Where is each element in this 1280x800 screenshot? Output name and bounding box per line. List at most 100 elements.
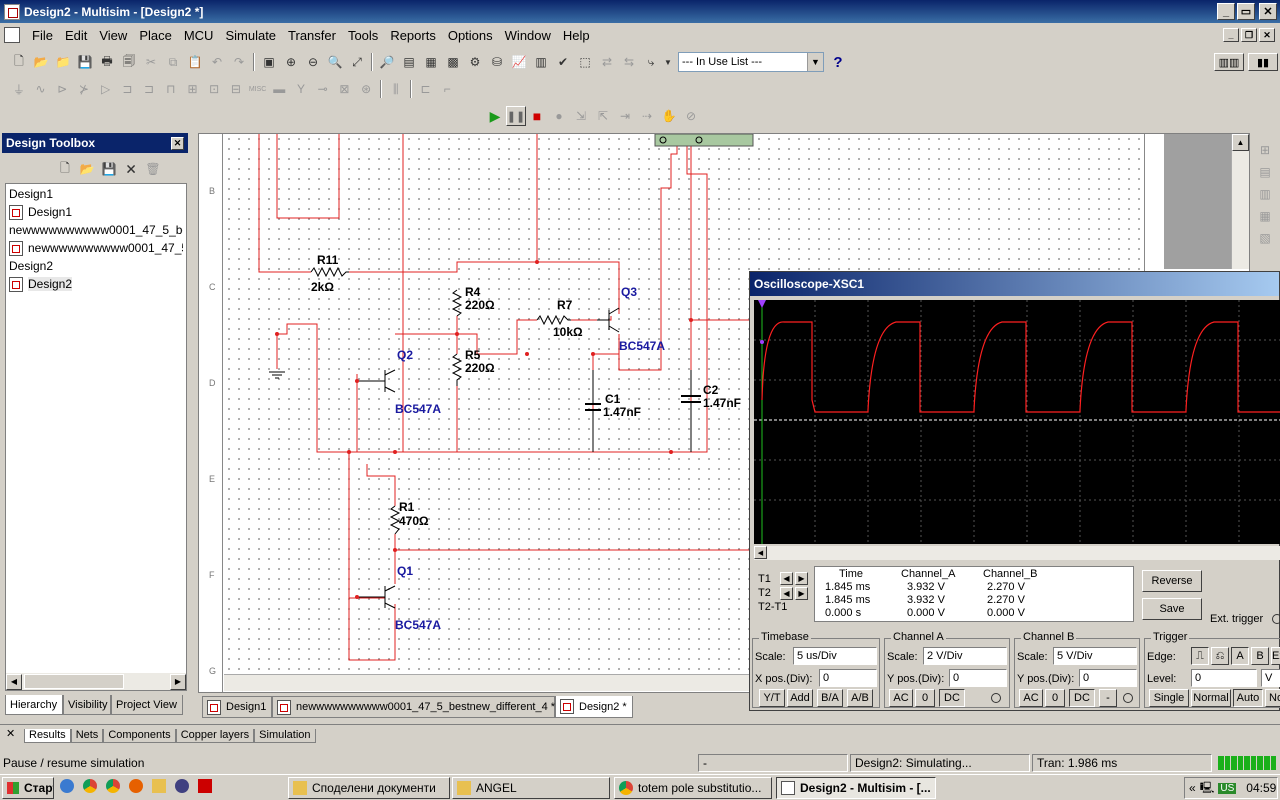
place-source-icon[interactable]: ⏚	[12, 82, 25, 97]
level-unit-field[interactable]: V	[1261, 669, 1280, 687]
falling-edge-icon[interactable]: ⎌	[1211, 647, 1229, 665]
tab-copper-layers[interactable]: Copper layers	[175, 729, 255, 743]
zoom-fit-icon[interactable]: ⤢	[352, 54, 362, 69]
database-icon[interactable]: ⛁	[491, 55, 503, 69]
task-angel[interactable]: ANGEL	[452, 777, 610, 799]
bode-plotter-icon[interactable]: ▧	[1259, 231, 1271, 245]
step-over-icon[interactable]: ⇱	[597, 109, 609, 123]
place-basic-icon[interactable]: ∿	[35, 82, 46, 96]
tab-design1[interactable]: Design1	[202, 696, 272, 718]
channel-a-scale-field[interactable]: 2 V/Div	[923, 647, 1007, 665]
print-icon[interactable]: 🖶	[101, 53, 113, 68]
place-indicator-icon[interactable]: ⊡	[209, 82, 220, 96]
menu-help[interactable]: Help	[562, 27, 590, 43]
doc-restore-button[interactable]: ❐	[1241, 28, 1257, 42]
multimeter-icon[interactable]: ⊞	[1259, 143, 1271, 157]
tree-item-design1[interactable]: Design1	[9, 185, 183, 203]
help-icon[interactable]: ?	[833, 53, 843, 71]
channel-b-invert-button[interactable]: -	[1099, 689, 1117, 707]
place-analog-icon[interactable]: ▷	[101, 82, 111, 96]
ba-button[interactable]: B/A	[817, 689, 843, 707]
instrument-view-icon[interactable]: ▥▥	[1214, 53, 1244, 71]
tray-expand-icon[interactable]: «	[1189, 781, 1196, 795]
breakpoint-icon[interactable]: ✋	[661, 109, 677, 123]
component-wizard-icon[interactable]: ⚙	[469, 55, 481, 69]
run-icon[interactable]: ▶	[489, 107, 501, 124]
tab-simulation[interactable]: Simulation	[254, 729, 316, 743]
cut-icon[interactable]: ✂	[145, 55, 157, 69]
tab-visibility[interactable]: Visibility	[63, 695, 111, 715]
menu-mcu[interactable]: MCU	[183, 27, 214, 43]
channel-b-ypos-field[interactable]: 0	[1079, 669, 1137, 687]
tab-nets[interactable]: Nets	[70, 729, 104, 743]
zoom-area-icon[interactable]: 🔍	[327, 55, 343, 69]
t2-right-icon[interactable]: ▶	[795, 587, 808, 600]
place-transistor-icon[interactable]: ⊁	[78, 82, 89, 96]
tree-item-design2-sheet[interactable]: Design2	[9, 275, 183, 293]
scroll-left-icon[interactable]: ◀	[6, 673, 22, 690]
task-shared-documents[interactable]: Споделени документи	[288, 777, 450, 799]
probe-view-icon[interactable]: ▮▮	[1248, 53, 1278, 71]
tree-item-newww-sheet[interactable]: newwwwwwwwww0001_47_5_bestnew_different_…	[9, 239, 183, 257]
close-button[interactable]: ✕	[1259, 3, 1277, 20]
menu-view[interactable]: View	[99, 27, 128, 43]
place-advanced-icon[interactable]: ▬	[273, 82, 286, 96]
toolbox-toggle-icon[interactable]: ▤	[403, 55, 415, 69]
ie-icon[interactable]	[60, 779, 74, 793]
language-indicator[interactable]: US	[1218, 782, 1237, 794]
zoom-out-icon[interactable]: ⊖	[307, 55, 319, 69]
channel-b-scale-field[interactable]: 5 V/Div	[1053, 647, 1137, 665]
save-button[interactable]: Save	[1142, 598, 1202, 620]
place-wire-icon[interactable]: ⌐	[443, 82, 451, 96]
rising-edge-icon[interactable]: ⎍	[1191, 647, 1209, 665]
chrome-icon[interactable]	[83, 779, 97, 793]
tab-results[interactable]: Results	[24, 729, 71, 743]
close-icon[interactable]: ✕	[6, 728, 16, 740]
channel-b-zero-button[interactable]: 0	[1045, 689, 1065, 707]
task-multisim[interactable]: Design2 - Multisim - [...	[776, 777, 936, 799]
level-field[interactable]: 0	[1191, 669, 1257, 687]
menu-edit[interactable]: Edit	[64, 27, 88, 43]
place-ttl-icon[interactable]: ⊐	[122, 82, 133, 96]
scroll-up-icon[interactable]: ▲	[1232, 134, 1249, 151]
scope-hscrollbar[interactable]: ◀	[754, 546, 1280, 560]
open-sheet-icon[interactable]: 📂	[79, 162, 95, 176]
canvas-vscrollbar[interactable]: ▲	[1231, 134, 1249, 269]
tree-item-design2[interactable]: Design2	[9, 257, 183, 275]
transfer-icon[interactable]: ⇆	[623, 55, 635, 69]
oscilloscope-title-bar[interactable]: Oscilloscope-XSC1	[750, 272, 1279, 296]
scroll-left-icon[interactable]: ◀	[754, 546, 767, 559]
undo-icon[interactable]: ↶	[211, 55, 223, 69]
backannotate-icon[interactable]: ⬚	[579, 55, 591, 69]
channel-a-ypos-field[interactable]: 0	[949, 669, 1007, 687]
place-rf-icon[interactable]: Y	[296, 82, 305, 96]
ultiboard-icon[interactable]: ⤷	[647, 54, 655, 69]
step-out-icon[interactable]: ⇥	[619, 109, 631, 123]
zoom-in-icon[interactable]: ⊕	[285, 55, 297, 69]
acrobat-icon[interactable]	[198, 779, 212, 793]
channel-b-ac-button[interactable]: AC	[1019, 689, 1043, 707]
menu-window[interactable]: Window	[504, 27, 551, 43]
tree-item-design1-sheet[interactable]: Design1	[9, 203, 183, 221]
redo-icon[interactable]: ↷	[233, 55, 245, 69]
channel-a-dc-button[interactable]: DC	[939, 689, 965, 707]
new-sheet-icon[interactable]: 🗋	[60, 160, 70, 175]
menu-file[interactable]: File	[32, 27, 53, 43]
place-diode-icon[interactable]: ⊳	[57, 82, 68, 96]
tree-item-newww[interactable]: newwwwwwwwww0001_47_5_bestnew_different_…	[9, 221, 183, 239]
normal-button[interactable]: Normal	[1191, 689, 1231, 707]
place-connector-icon[interactable]: ⊛	[361, 82, 372, 96]
menu-options[interactable]: Options	[447, 27, 493, 43]
find-icon[interactable]: 🔎	[379, 55, 395, 69]
scroll-thumb[interactable]	[24, 674, 124, 689]
close-sheet-icon[interactable]: 🗙	[126, 160, 136, 175]
place-mcu-icon[interactable]: ⊓	[166, 82, 176, 96]
place-misc-icon[interactable]: MISC	[248, 85, 267, 93]
t2-left-icon[interactable]: ◀	[780, 587, 793, 600]
trigger-ext-button[interactable]: Ext	[1271, 647, 1280, 665]
trigger-a-button[interactable]: A	[1231, 647, 1249, 665]
channel-b-terminal-icon[interactable]	[1123, 693, 1133, 703]
place-electromech-icon[interactable]: ⊸	[317, 82, 328, 96]
step-into-icon[interactable]: ⇲	[575, 109, 587, 123]
add-button[interactable]: Add	[787, 689, 813, 707]
